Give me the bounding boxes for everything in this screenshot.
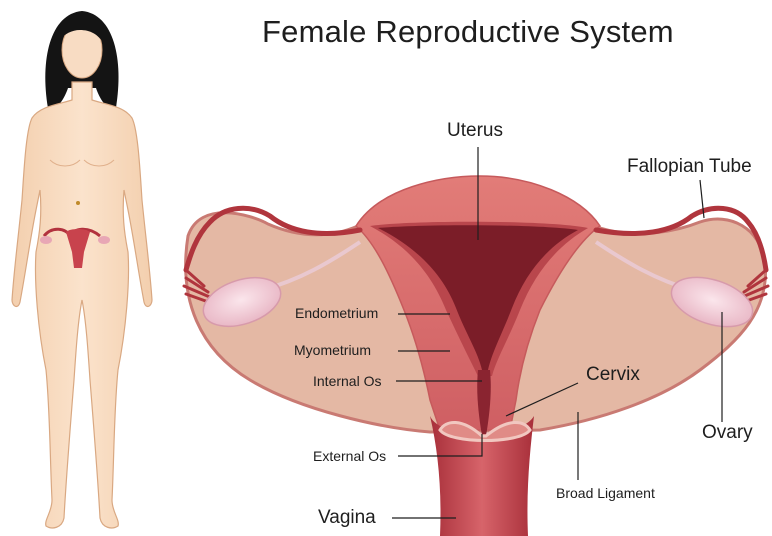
page-title: Female Reproductive System — [262, 14, 674, 50]
label-endometrium: Endometrium — [295, 306, 378, 320]
label-fallopian-tube: Fallopian Tube — [627, 157, 752, 176]
label-cervix: Cervix — [586, 365, 640, 384]
navel — [76, 201, 80, 205]
label-internal-os: Internal Os — [313, 374, 381, 388]
label-external-os: External Os — [313, 449, 386, 463]
label-uterus: Uterus — [447, 121, 503, 140]
label-myometrium: Myometrium — [294, 343, 371, 357]
label-ovary: Ovary — [702, 423, 753, 442]
label-vagina: Vagina — [318, 508, 376, 527]
body-silhouette — [12, 82, 152, 528]
label-broad-ligament: Broad Ligament — [556, 486, 655, 500]
reproductive-diagram — [184, 176, 768, 536]
female-body-figure — [12, 11, 152, 528]
